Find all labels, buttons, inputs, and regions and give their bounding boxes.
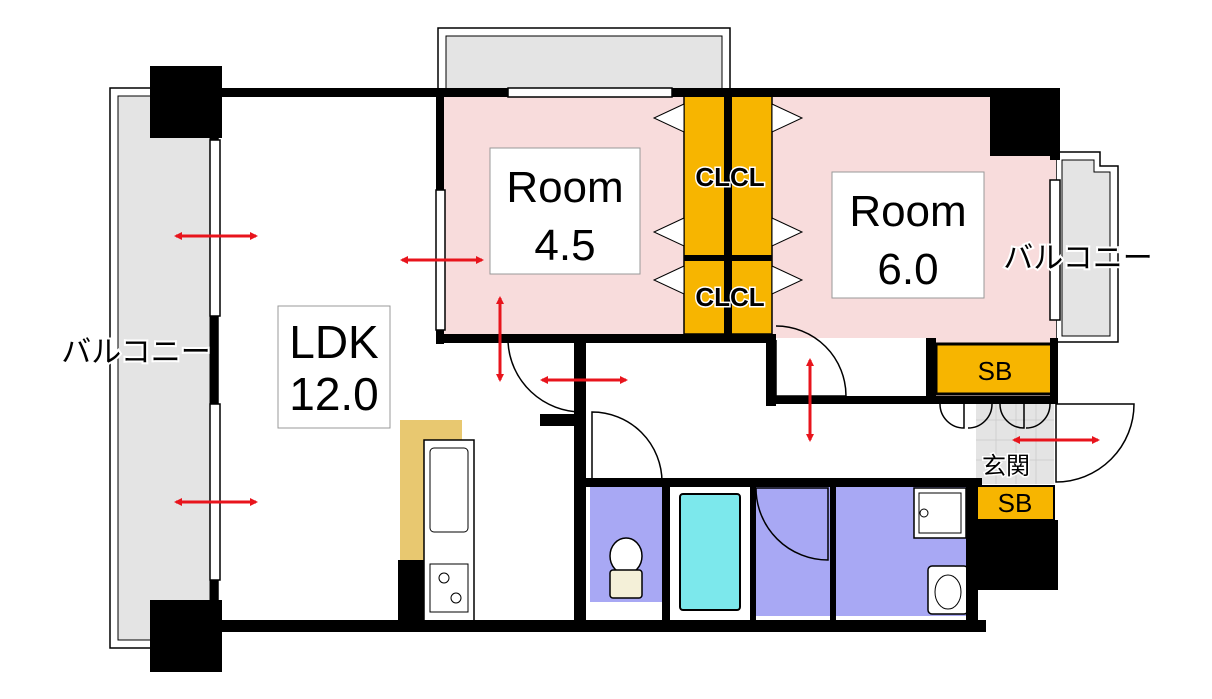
room-6-0-label-box: Room 6.0 — [831, 171, 985, 299]
storage-sb-upper — [934, 342, 1056, 396]
balcony-right — [1055, 151, 1119, 343]
washing-machine — [913, 487, 967, 539]
closet-label-top: CLCL — [695, 162, 764, 192]
kitchen-counter — [398, 420, 475, 623]
balcony-left — [109, 87, 219, 649]
balcony-label-left: バルコニー — [61, 336, 210, 369]
ldk-size: 12.0 — [289, 368, 379, 420]
balcony-top — [437, 27, 731, 93]
room-4-5-label-box: Room 4.5 — [489, 147, 641, 275]
room-4-5-name: Room — [506, 163, 623, 212]
entrance-label: 玄関 — [982, 453, 1030, 480]
toilet-fixture — [609, 537, 643, 599]
room-6-0-name: Room — [849, 187, 966, 236]
storage-label-lower: SB — [998, 488, 1033, 518]
room-4-5-size: 4.5 — [534, 221, 595, 270]
balcony-label-right: バルコニー — [1003, 242, 1152, 275]
ldk-label-box: LDK 12.0 — [277, 305, 391, 429]
entrance-floor — [976, 404, 1054, 484]
room-6-0-size: 6.0 — [877, 245, 938, 294]
storage-label-upper: SB — [978, 356, 1013, 386]
opening-arrows — [174, 232, 1100, 506]
bathtub — [679, 493, 741, 611]
ldk-name: LDK — [289, 316, 379, 368]
closet-block — [652, 95, 804, 335]
wash-basin — [927, 565, 969, 615]
closet-label-bottom: CLCL — [695, 282, 764, 312]
